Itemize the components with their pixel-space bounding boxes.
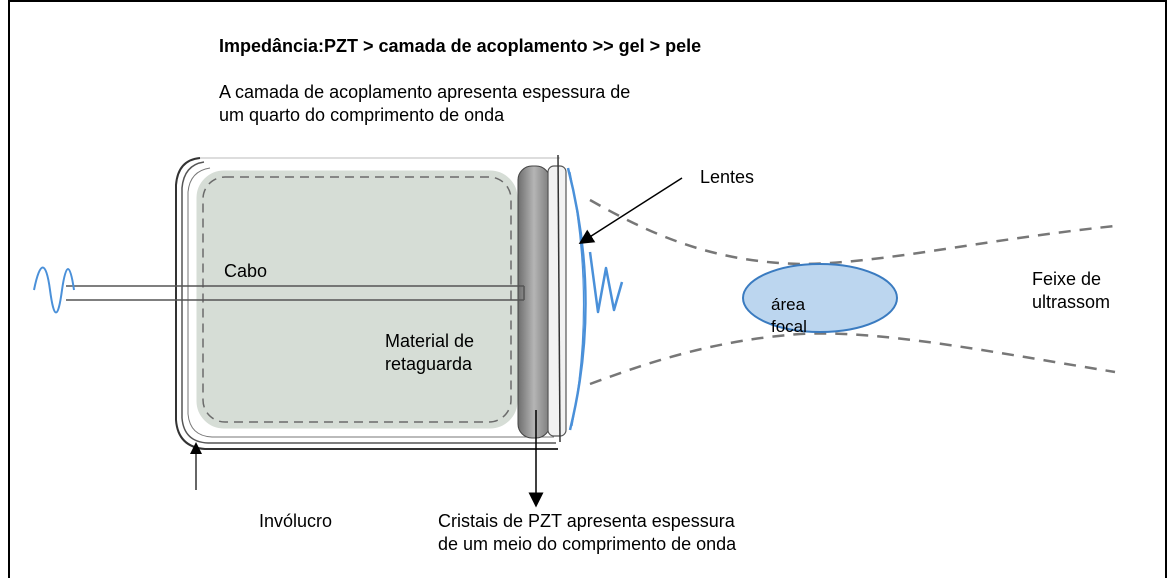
label-cabo: Cabo	[224, 261, 268, 281]
label-cristais-line2: de um meio do comprimento de onda	[438, 534, 737, 554]
label-area-line1: área	[771, 295, 806, 314]
label-feixe-line2: ultrassom	[1032, 292, 1111, 312]
label-pzt-crystals: Cristais de PZT apresenta espessura de u…	[438, 510, 736, 556]
label-cristais-line1: Cristais de PZT apresenta espessura	[438, 511, 735, 531]
coupling-note-line1: A camada de acoplamento apresenta espess…	[219, 82, 631, 102]
beam-lower	[589, 332, 1116, 386]
electrical-wave-icon	[33, 266, 75, 314]
label-feixe-line1: Feixe de	[1032, 269, 1102, 289]
label-material-line1: Material de	[385, 331, 475, 351]
coupling-note-line2: um quarto do comprimento de onda	[219, 105, 505, 125]
label-material-line2: retaguarda	[385, 354, 473, 374]
focal-area	[742, 263, 898, 333]
label-involucro: Invólucro	[259, 511, 333, 531]
coupling-layer	[547, 165, 567, 437]
label-ultrasound-beam: Feixe de ultrassom	[1032, 268, 1110, 314]
diagram-title: Impedância:PZT > camada de acoplamento >…	[219, 36, 702, 56]
lentes-arrow	[578, 177, 683, 245]
label-focal-area: área focal	[771, 294, 841, 332]
beam-upper	[589, 198, 1116, 266]
label-area-line2: focal	[771, 317, 807, 332]
pzt-crystal	[517, 165, 551, 439]
ultrasound-wave-icon	[588, 251, 624, 314]
diagram-frame	[8, 0, 1167, 578]
coupling-layer-note: A camada de acoplamento apresenta espess…	[219, 81, 630, 127]
label-backing-material: Material de retaguarda	[385, 330, 515, 376]
label-lentes: Lentes	[700, 167, 755, 187]
cable	[66, 285, 525, 301]
